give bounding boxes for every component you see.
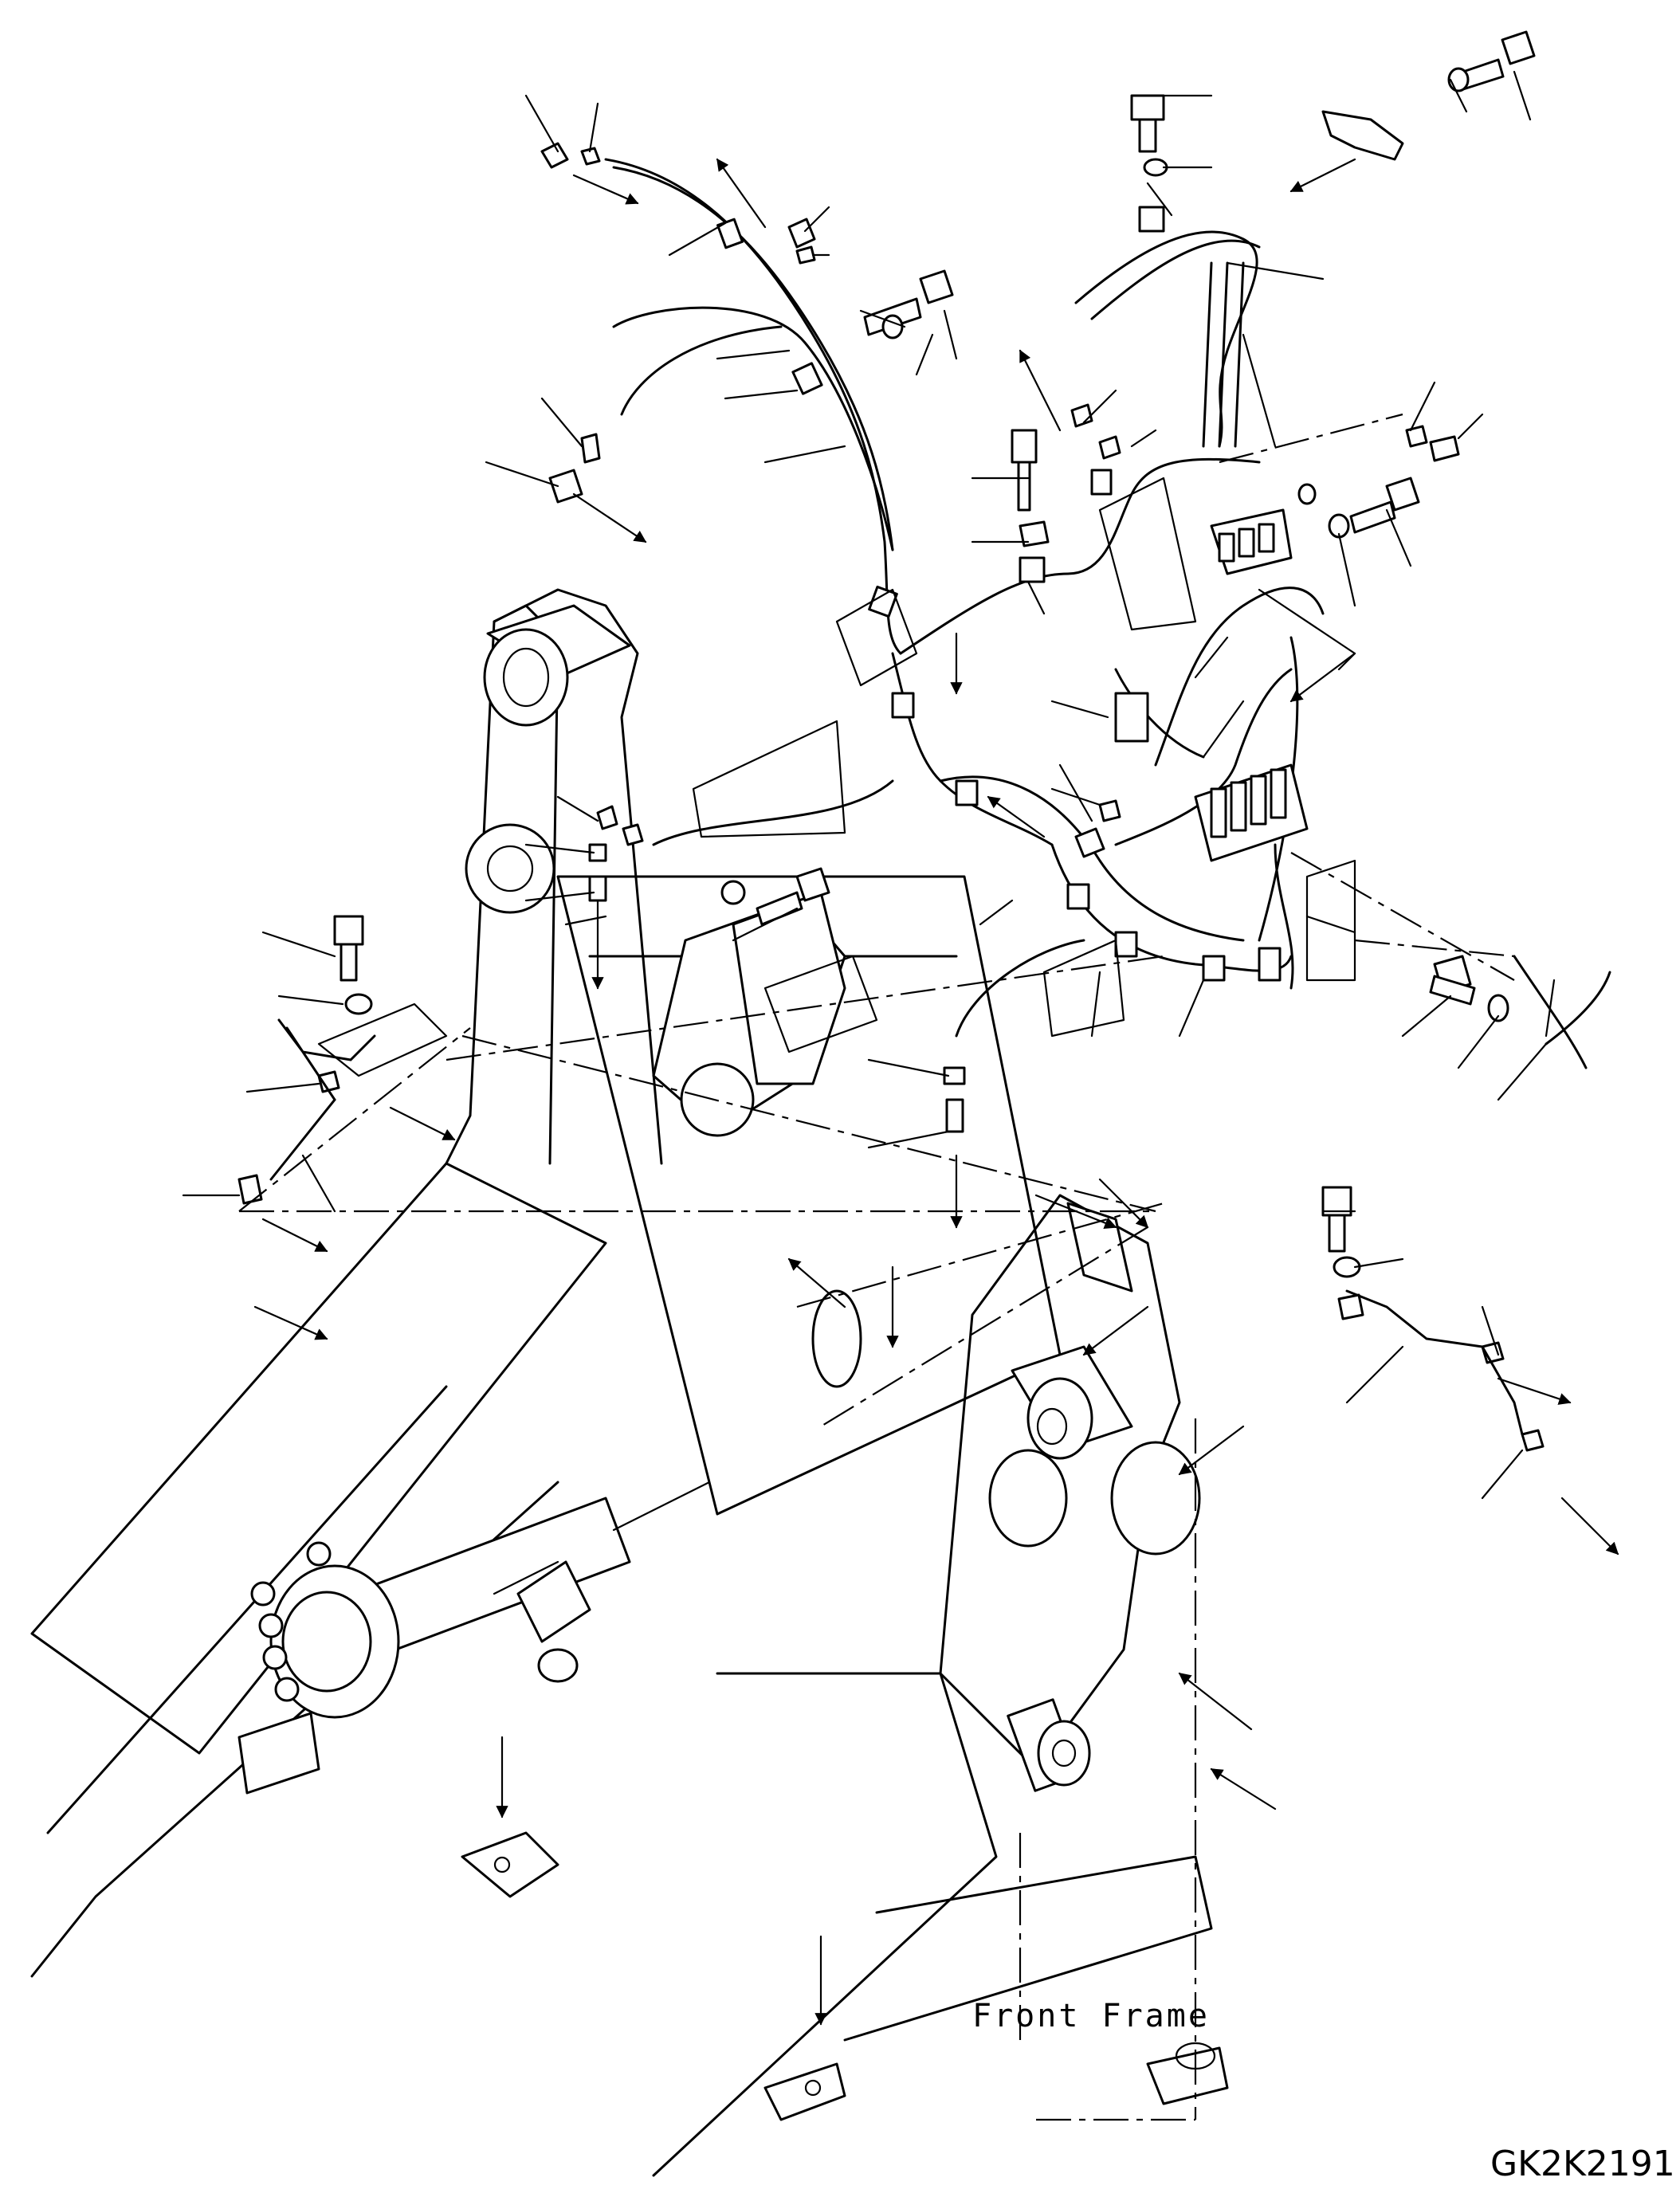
fitting-icon — [1098, 799, 1121, 822]
fitting-icon — [787, 218, 816, 249]
drawing-code-label: GK2K2191 — [1490, 2144, 1675, 2184]
fitting-icon — [795, 245, 816, 265]
fitting-icon — [1074, 827, 1105, 858]
fitting-icon — [1070, 403, 1093, 428]
bolt-icon — [1429, 955, 1476, 1006]
washer-icon — [1297, 483, 1317, 505]
fitting-icon — [943, 1066, 966, 1085]
fitting-icon — [588, 875, 607, 902]
assembly-dashed-lines — [238, 413, 1515, 1427]
washer-icon — [720, 880, 746, 905]
leader-lines — [182, 70, 1556, 1500]
fitting-icon — [596, 805, 618, 830]
bolt-icon — [756, 867, 830, 926]
bolt-icon — [1457, 30, 1536, 91]
fitting-icon — [945, 1098, 964, 1133]
front-frame-label: Front Frame — [972, 1998, 1210, 2034]
fitting-icon — [1429, 435, 1460, 462]
fitting-icon — [1098, 435, 1121, 460]
front-frame — [30, 588, 1229, 2177]
fitting-icon — [1521, 1429, 1545, 1452]
bolt-icon — [863, 269, 954, 336]
fitting-icon — [540, 142, 569, 169]
fitting-icon — [1405, 425, 1428, 448]
bolt-icon — [1321, 1186, 1352, 1253]
washer-icon — [1487, 994, 1509, 1022]
fitting-icon — [317, 1070, 340, 1093]
bolt-icon — [1349, 477, 1420, 534]
fitting-icon — [588, 843, 607, 862]
fitting-icon — [580, 433, 601, 464]
washer-icon — [881, 314, 904, 339]
bolt-icon — [1130, 94, 1165, 153]
hose-harness — [237, 30, 1611, 1452]
bolt-icon — [1011, 429, 1038, 512]
fitting-icon — [622, 823, 644, 846]
bolt-icon — [333, 915, 364, 982]
fitting-icon — [237, 1174, 263, 1205]
bracket-icon — [1019, 520, 1050, 547]
direction-arrows — [253, 158, 1619, 2026]
washer-icon — [1447, 67, 1470, 92]
fitting-icon — [548, 469, 583, 504]
bracket-icon — [1321, 110, 1404, 161]
washer-icon — [344, 993, 373, 1015]
